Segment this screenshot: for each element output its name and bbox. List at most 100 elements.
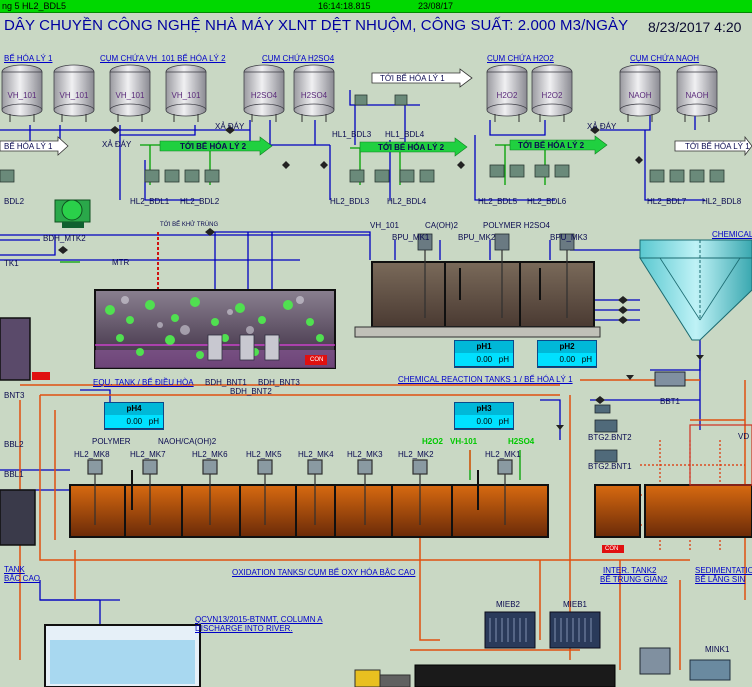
equ-alarm-indicator <box>305 355 327 365</box>
arrow-label-hl2-a: TỚI BỂ HÓA LÝ 2 <box>180 142 247 151</box>
label-be-lang: BỂ LẮNG SIN <box>695 575 746 584</box>
status-time: 16:14:18.815 <box>318 1 371 11</box>
label-naoh-caoh2: NAOH/CA(OH)2 <box>158 437 217 446</box>
label-bac-cao: BẬC CAO <box>4 574 41 583</box>
label-hl2-bdl1: HL2_BDL1 <box>130 197 170 206</box>
label-xa-day-1: XẢ ĐÁY <box>102 140 132 149</box>
status-date: 23/08/17 <box>418 1 454 11</box>
oxidation-tanks[interactable] <box>69 484 549 538</box>
ph3-unit: pH <box>498 417 509 426</box>
sedimentation-tank[interactable] <box>644 484 752 538</box>
label-vh101: VH_101 <box>370 221 399 230</box>
ph1-unit: pH <box>498 355 509 364</box>
label-h2o2: H2O2 <box>422 437 443 446</box>
silo-shape <box>486 64 528 122</box>
label-polymer: POLYMER <box>92 437 131 446</box>
chem-silo[interactable]: H2SO4 <box>292 64 336 122</box>
mixer-label: HL2_MK6 <box>192 450 228 459</box>
pump-mink1[interactable] <box>689 659 731 681</box>
sludge-truck <box>354 669 411 687</box>
group-heading-2: CỤM CHỨA VH_101 BỂ HÓA LÝ 2 <box>100 54 226 63</box>
blower-bdh-mtk2[interactable] <box>54 199 91 228</box>
pump-bbt1[interactable] <box>654 371 686 387</box>
silo-shape <box>619 64 661 122</box>
label-inter-tank: INTER. TANK2 <box>603 566 657 575</box>
chem-silo[interactable]: H2O2 <box>530 64 574 122</box>
valves <box>58 126 704 430</box>
label-hl1-bdl4: HL1_BDL4 <box>385 130 425 139</box>
label-mink1: MINK1 <box>705 645 730 654</box>
group-heading-4: CỤM CHỨA H2O2 <box>487 54 554 63</box>
label-vh101-g: VH-101 <box>450 437 478 446</box>
ph1-display[interactable]: pH1 0.00 pH <box>454 340 514 368</box>
label-bdh-bnt1: BDH_BNT1 <box>205 378 247 387</box>
label-bdl2-left: BDL2 <box>4 197 25 206</box>
label-hl2-bdl7: HL2_BDL7 <box>647 197 687 206</box>
label-con: CON <box>310 357 324 363</box>
label-xa-day-2: XẢ ĐÁY <box>215 122 245 131</box>
silo-shape <box>676 64 718 122</box>
group-heading-5: CỤM CHỨA NAOH <box>630 54 700 63</box>
label-qcvn: QCVN13/2015-BTNMT, COLUMN A <box>195 615 323 624</box>
discharge-tank[interactable] <box>44 624 201 687</box>
chem-silo[interactable]: VH_101 <box>108 64 152 122</box>
label-bpu-mk2: BPU_MK2 <box>458 233 496 242</box>
status-bar: ng 5 HL2_BDL5 16:14:18.815 23/08/17 <box>0 0 752 13</box>
silo-label: VH_101 <box>7 91 37 100</box>
silo-label: H2SO4 <box>250 91 278 100</box>
label-hl2-bdl6: HL2_BDL6 <box>527 197 567 206</box>
chem-silo[interactable]: NAOH <box>618 64 662 122</box>
label-hl2-bdl4: HL2_BDL4 <box>387 197 427 206</box>
mixer-label: HL2_MK1 <box>485 450 521 459</box>
screen-tab-label[interactable]: ng 5 HL2_BDL5 <box>2 1 67 11</box>
arrow-label-hl1-a: TỚI BỂ HÓA LÝ 1 <box>380 74 445 83</box>
ph2-label: pH2 <box>538 341 596 353</box>
aeration-bubbles <box>105 297 324 359</box>
label-bpu-mk1: BPU_MK1 <box>392 233 430 242</box>
label-mieb1: MIEB1 <box>563 600 588 609</box>
ph3-label: pH3 <box>455 403 513 415</box>
chem-silo[interactable]: VH_101 <box>0 64 44 122</box>
ph2-display[interactable]: pH2 0.00 pH <box>537 340 597 368</box>
chemical-reaction-tanks[interactable] <box>354 261 601 338</box>
chem-silo[interactable]: NAOH <box>675 64 719 122</box>
silo-shape <box>165 64 207 122</box>
label-h2so4-g: H2SO4 <box>508 437 535 446</box>
label-xa-day-3: XẢ ĐÁY <box>587 122 617 131</box>
clarifier-cone[interactable] <box>639 239 752 341</box>
ph1-label: pH1 <box>455 341 513 353</box>
ph4-display[interactable]: pH4 0.00 pH <box>104 402 164 430</box>
label-hl2-bdl8: HL2_BDL8 <box>702 197 742 206</box>
label-bdh-mtk2: BDH_MTK2 <box>43 234 86 243</box>
group-heading-1: BỂ HÓA LÝ 1 <box>4 54 53 63</box>
label-vd: VD <box>738 432 750 441</box>
chem-silo[interactable]: H2SO4 <box>242 64 286 122</box>
arrow-label-left: BỂ HÓA LÝ 1 <box>4 142 53 151</box>
label-bnt3: BNT3 <box>4 391 25 400</box>
arrow-label-hl1-b: TỚI BỂ HÓA LÝ 1 <box>685 142 750 151</box>
ph3-display[interactable]: pH3 0.00 pH <box>454 402 514 430</box>
label-bdh-bnt2: BDH_BNT2 <box>230 387 272 396</box>
silo-shape <box>109 64 151 122</box>
mixer-label: HL2_MK2 <box>398 450 434 459</box>
silo-label: VH_101 <box>115 91 145 100</box>
label-bpu-mk3: BPU_MK3 <box>550 233 588 242</box>
label-btg2-bnt2: BTG2.BNT2 <box>588 433 632 442</box>
btg-pumps[interactable] <box>594 404 618 463</box>
label-bbl1: BBL1 <box>4 470 24 479</box>
silo-label: VH_101 <box>59 91 89 100</box>
dosing-pumps[interactable] <box>0 94 725 183</box>
chem-silo[interactable]: H2O2 <box>485 64 529 122</box>
label-bbt1: BBT1 <box>660 397 681 406</box>
filter-presses[interactable] <box>484 611 601 649</box>
mixer-label: HL2_MK7 <box>130 450 166 459</box>
mixer-label: HL2_MK8 <box>74 450 110 459</box>
silo-shape <box>293 64 335 122</box>
label-btg2-bnt1: BTG2.BNT1 <box>588 462 632 471</box>
chem-silo[interactable]: VH_101 <box>164 64 208 122</box>
chem-silo[interactable]: VH_101 <box>52 64 96 122</box>
inter-tank2[interactable] <box>594 484 641 538</box>
clock-readout: 8/23/2017 4:20 <box>648 19 742 35</box>
mixer-label: HL2_MK3 <box>347 450 383 459</box>
